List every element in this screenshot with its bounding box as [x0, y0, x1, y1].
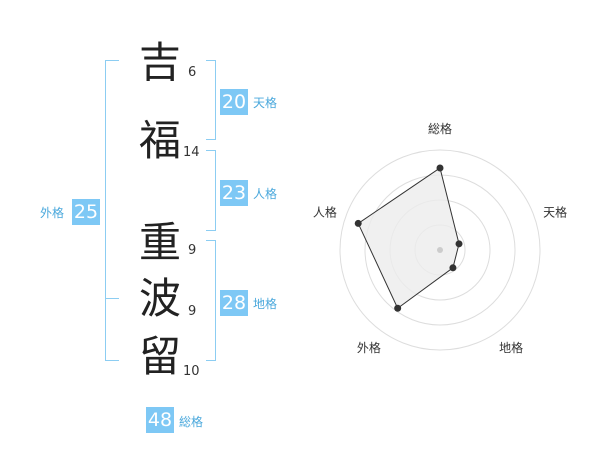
tenkaku-bracket-top — [206, 60, 216, 61]
radar-point-4 — [394, 304, 402, 312]
radar-point-1 — [436, 164, 444, 172]
jinkaku-value: 23 — [220, 180, 248, 206]
tenkaku-label: 天格 — [253, 96, 278, 110]
jinkaku-label: 人格 — [253, 187, 278, 201]
gaikaku-label: 外格 — [40, 206, 65, 220]
jinkaku-bracket-bottom — [206, 230, 216, 231]
name-char-4: 波 — [138, 274, 181, 323]
stroke-count-4: 9 — [188, 304, 197, 319]
radar-axis-label-5: 人格 — [313, 205, 337, 220]
soukaku-value: 48 — [146, 407, 174, 433]
radar-point-3 — [449, 264, 457, 272]
chikaku-bracket-top — [206, 240, 216, 241]
gaikaku-bracket — [105, 60, 106, 360]
tenkaku-bracket-bottom — [206, 139, 216, 140]
radar-ring-4 — [339, 149, 541, 351]
radar-axis-label-1: 総格 — [428, 121, 452, 136]
stroke-count-3: 9 — [188, 243, 197, 258]
radar-axis-label-4: 外格 — [357, 340, 381, 355]
name-char-3: 重 — [138, 218, 181, 267]
radar-axis-label-3: 地格 — [499, 340, 523, 355]
chikaku-value: 28 — [220, 290, 248, 316]
name-char-1: 吉 — [138, 38, 181, 87]
gaikaku-bracket-mid — [105, 298, 119, 299]
soukaku-label: 総格 — [179, 415, 204, 429]
radar-axis-label-2: 天格 — [543, 205, 567, 220]
stroke-count-2: 14 — [183, 145, 200, 160]
gaikaku-bracket-bottom — [105, 360, 119, 361]
name-char-2: 福 — [138, 116, 181, 165]
chikaku-bracket-bottom — [206, 360, 216, 361]
chikaku-bracket — [215, 240, 216, 360]
tenkaku-bracket — [215, 60, 216, 139]
radar-center-dot — [437, 247, 443, 253]
name-char-5: 留 — [138, 332, 181, 381]
gaikaku-value: 25 — [72, 199, 100, 225]
radar-point-2 — [455, 240, 463, 248]
radar-points — [354, 164, 463, 312]
stroke-count-5: 10 — [183, 364, 200, 379]
tenkaku-value: 20 — [220, 89, 248, 115]
jinkaku-bracket-top — [206, 150, 216, 151]
stroke-count-1: 6 — [188, 65, 197, 80]
radar-area — [357, 167, 460, 310]
jinkaku-bracket — [215, 150, 216, 230]
radar-point-5 — [354, 219, 362, 227]
gaikaku-bracket-top — [105, 60, 119, 61]
chikaku-label: 地格 — [253, 297, 278, 311]
